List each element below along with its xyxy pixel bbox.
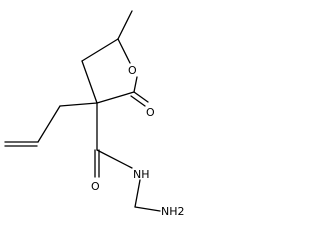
carbonyl-oxygen-label: O <box>146 106 155 119</box>
bond-amide-c-n <box>96 149 133 169</box>
amide-nitrogen-label: NH <box>133 168 150 181</box>
bond-c2-carbonyl-o-2 <box>130 95 146 107</box>
bond-methyl-c5 <box>117 10 133 40</box>
bond-c3-allyl <box>59 102 98 107</box>
bond-c2-o1 <box>133 76 138 93</box>
bond-c2-carbonyl-o-1 <box>133 91 149 103</box>
amine-label: NH2 <box>161 205 185 218</box>
bond-c4-c3 <box>81 60 98 104</box>
ring-oxygen-label: O <box>128 64 137 77</box>
bond-n-ch2 <box>134 179 141 208</box>
bond-ch2-nh2 <box>134 206 161 212</box>
amide-oxygen-label: O <box>91 180 100 193</box>
bond-c5-c4 <box>81 38 119 62</box>
bond-o1-c5 <box>117 38 131 64</box>
bond-c3-c2 <box>96 91 135 104</box>
bond-allyl-ch <box>37 105 61 143</box>
molecule-structure: O O O NH NH2 <box>4 10 185 218</box>
